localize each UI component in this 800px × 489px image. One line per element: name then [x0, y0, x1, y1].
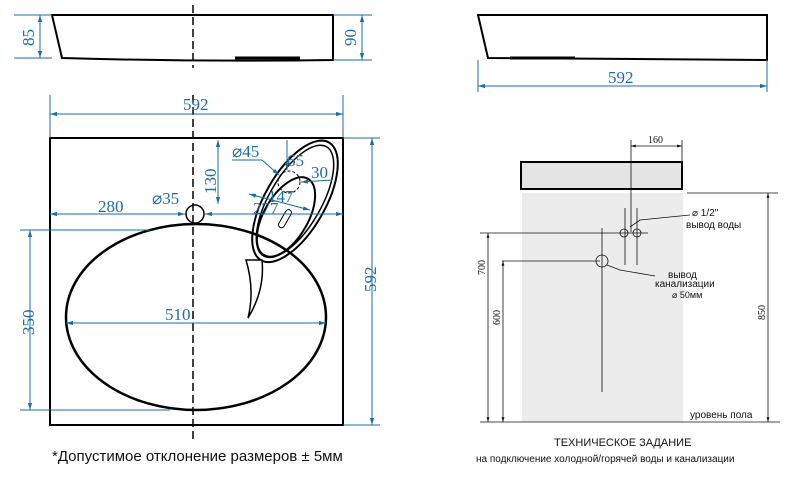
dim-160: 160 — [648, 135, 663, 146]
dim-592-top: 592 — [183, 95, 209, 114]
drain-size: ⌀ 50мм — [672, 290, 702, 300]
dim-700: 700 — [477, 260, 488, 275]
spec-title: ТЕХНИЧЕСКОЕ ЗАДАНИЕ — [554, 437, 691, 449]
dim-drain-diameter: ⌀35 — [152, 189, 179, 208]
front-view: 592 — [476, 14, 768, 92]
dim-592-front: 592 — [608, 68, 634, 87]
drain-label-2: канализации — [655, 279, 715, 290]
dim-65: 65 — [287, 151, 304, 170]
dim-277: 277 — [253, 199, 279, 218]
dim-90: 90 — [341, 29, 360, 46]
floor-level-label: уровень пола — [690, 410, 753, 421]
tolerance-note: *Допустимое отклонение размеров ± 5мм — [52, 448, 343, 465]
dim-85: 85 — [19, 29, 38, 46]
tech-spec-drawing: 160 ⌀ 1/2" вывод воды вывод канализации … — [476, 135, 780, 465]
dim-350: 350 — [19, 310, 38, 336]
dim-280: 280 — [98, 197, 124, 216]
spec-subtitle: на подключение холодной/горячей воды и к… — [476, 454, 734, 465]
top-view: 592 592 280 ⌀35 510 350 130 ⌀45 65 30 14… — [19, 95, 380, 440]
drain-label-1: вывод — [668, 270, 697, 281]
dim-tap-hole: ⌀45 — [232, 142, 259, 161]
dim-510: 510 — [165, 305, 191, 324]
water-outlet-label: вывод воды — [686, 220, 741, 231]
dim-130: 130 — [201, 169, 220, 195]
dim-850: 850 — [757, 305, 768, 320]
water-outlet-size: ⌀ 1/2" — [692, 208, 719, 219]
dim-592-side: 592 — [361, 267, 380, 293]
dim-600: 600 — [492, 310, 503, 325]
side-view-left: 85 90 — [14, 5, 372, 68]
dim-147: 147 — [268, 187, 294, 206]
dim-30: 30 — [311, 163, 328, 182]
